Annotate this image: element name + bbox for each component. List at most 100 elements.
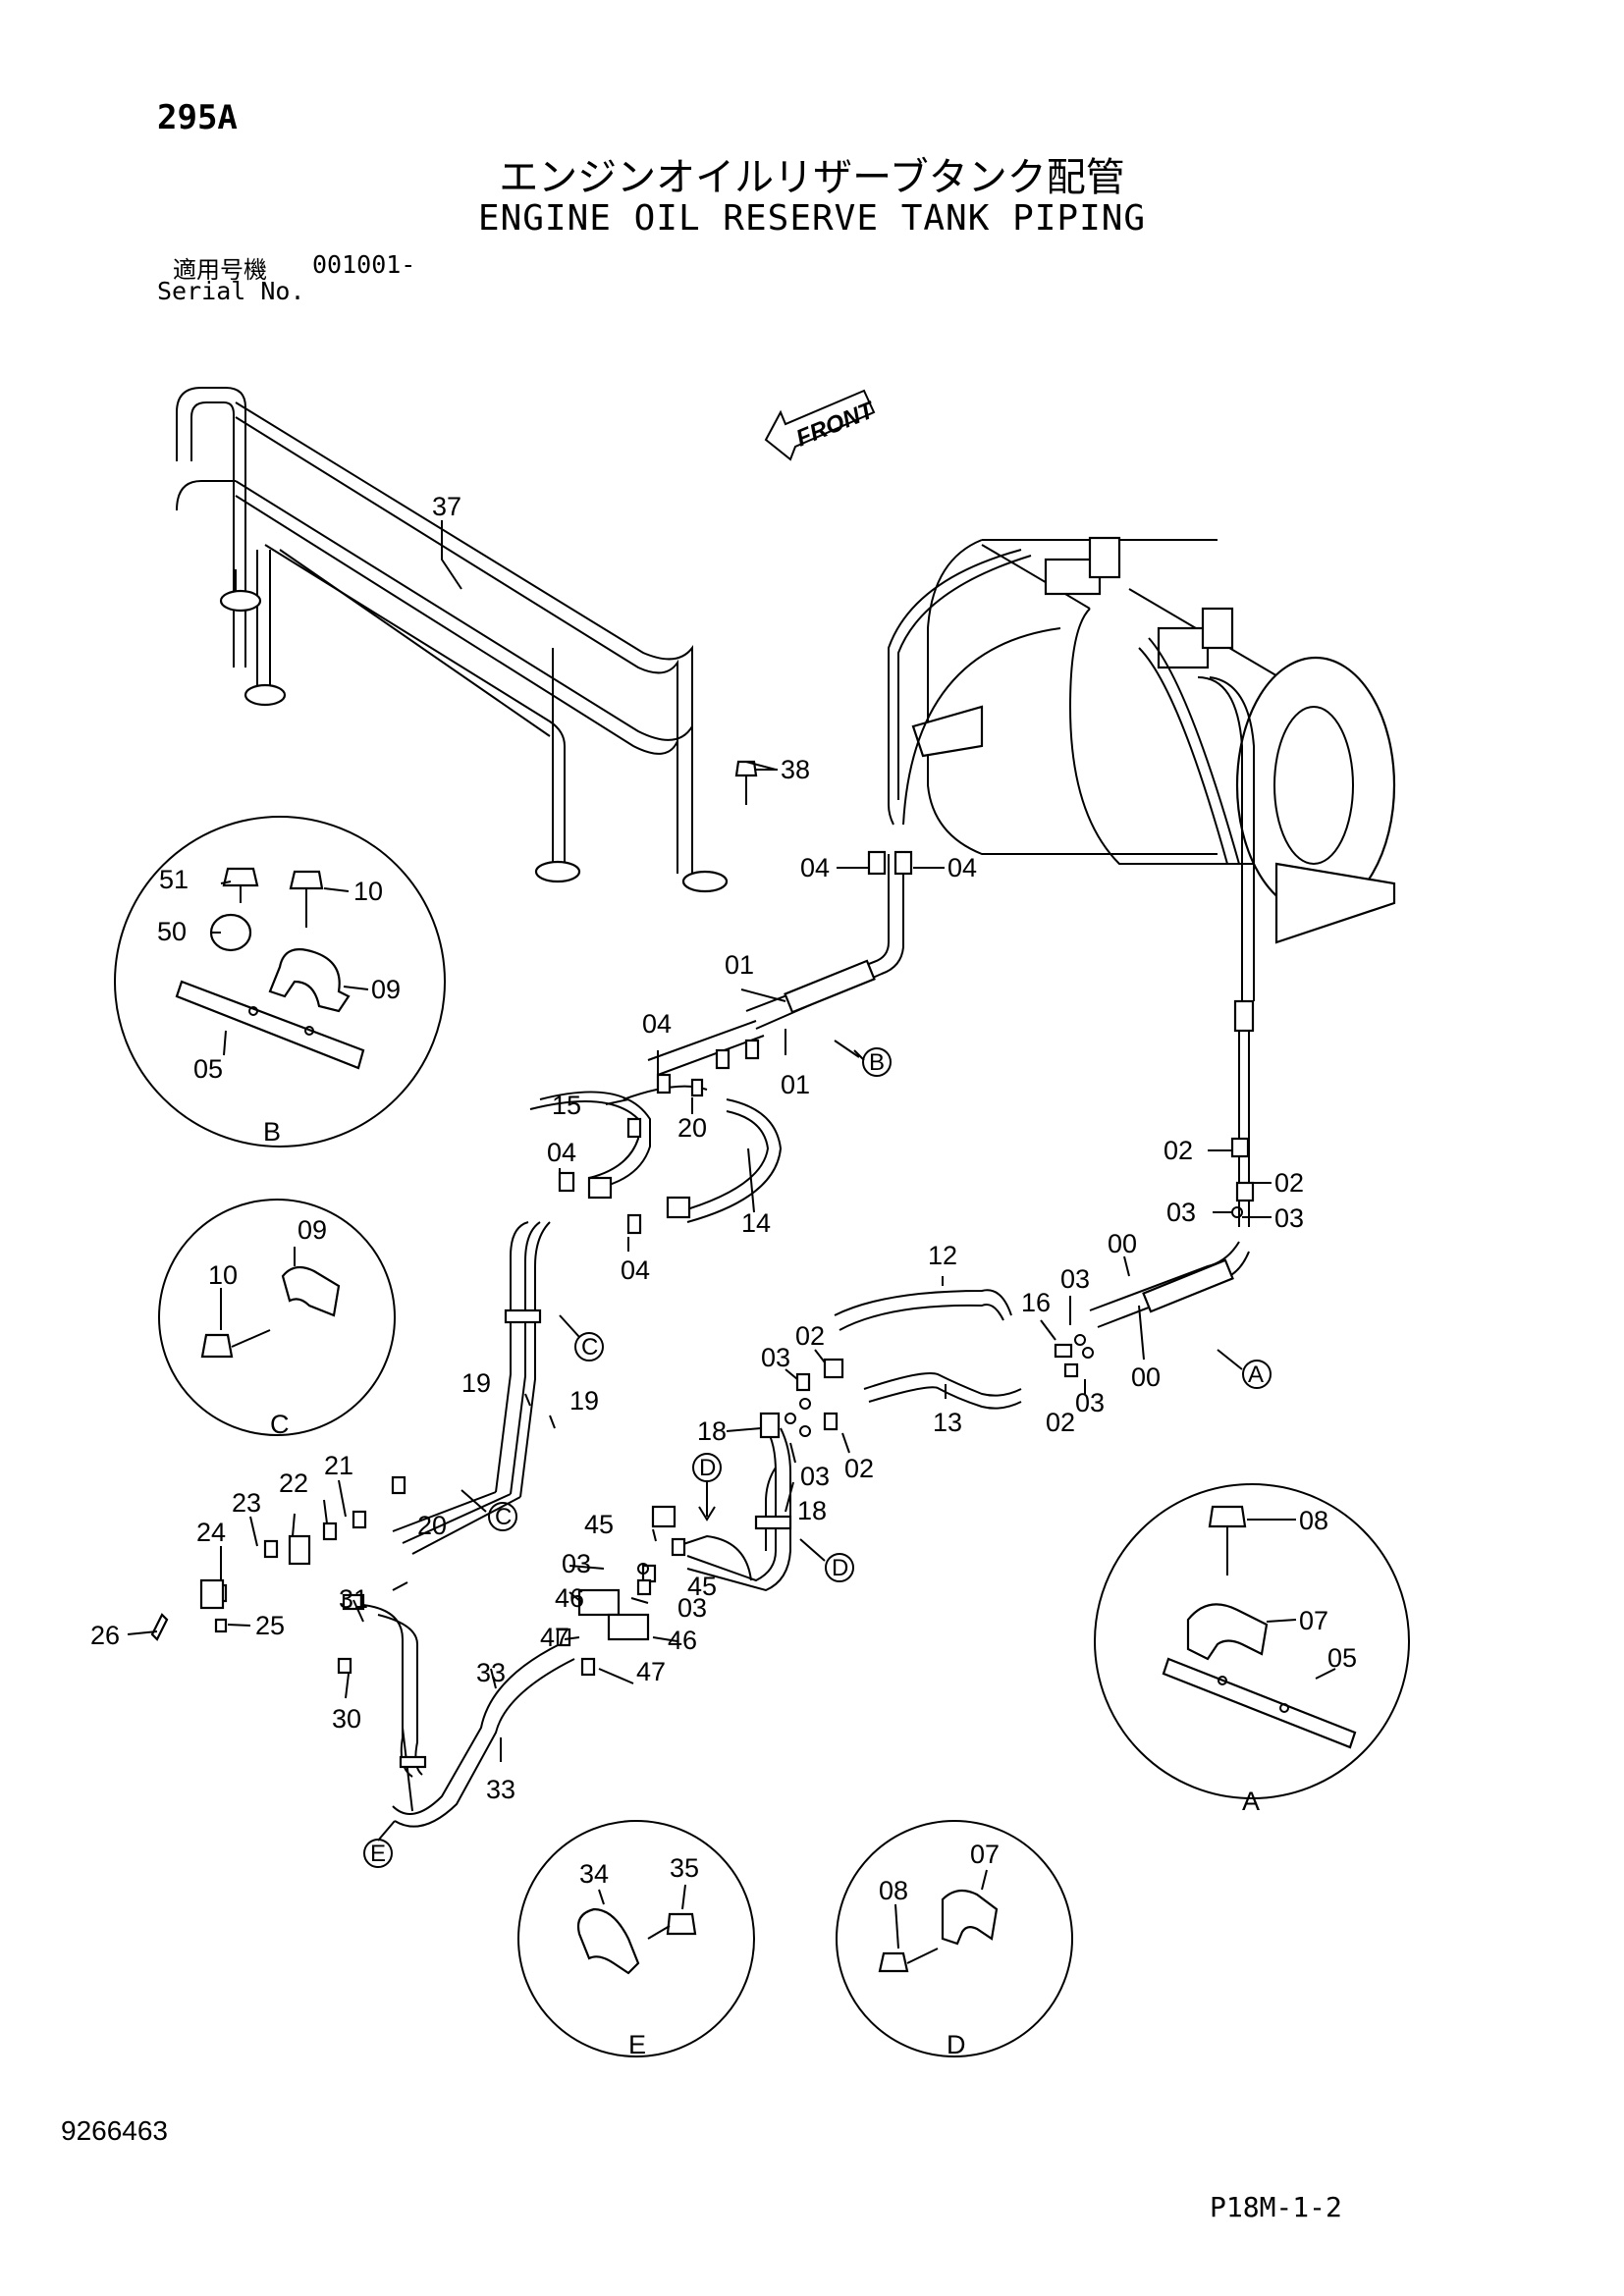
part-label: 31: [339, 1584, 368, 1614]
serial-label-japanese: 適用号機: [173, 256, 267, 284]
part-label: 45: [584, 1510, 614, 1539]
callout-d-upper: D: [699, 1455, 716, 1481]
part-label: 03: [1060, 1264, 1090, 1294]
detail-e-letter: E: [628, 2030, 646, 2059]
part-label: 46: [555, 1583, 584, 1613]
front-arrow: FRONT: [764, 389, 880, 461]
detail-b-label: 09: [371, 975, 401, 1004]
serial-value: 001001-: [312, 250, 416, 279]
part-label: 18: [797, 1496, 827, 1525]
part-label: 15: [552, 1091, 581, 1120]
part-label: 25: [255, 1611, 285, 1640]
detail-c-label: 09: [298, 1215, 327, 1245]
bolt-38: [734, 760, 778, 805]
leader-lines: [127, 520, 1272, 1762]
part-label: 03: [1166, 1198, 1196, 1227]
detail-a-label: 07: [1299, 1606, 1328, 1635]
fittings: [150, 850, 1255, 1677]
detail-d-label: 07: [970, 1840, 1000, 1869]
title-english: ENGINE OIL RESERVE TANK PIPING: [477, 198, 1147, 239]
detail-a-label: 05: [1327, 1643, 1357, 1673]
part-label: 37: [432, 492, 461, 521]
detail-b-label: 10: [353, 877, 383, 906]
part-label: 04: [547, 1138, 576, 1167]
part-label: 04: [800, 853, 830, 882]
detail-b-label: 50: [157, 917, 187, 946]
callout-b: B: [869, 1049, 885, 1076]
part-label: 12: [928, 1241, 957, 1270]
callout-e: E: [370, 1841, 386, 1867]
part-label: 03: [761, 1343, 790, 1372]
part-label: 03: [562, 1549, 591, 1578]
part-label: 02: [1046, 1408, 1075, 1437]
callout-c-lower: C: [495, 1504, 512, 1530]
part-label: 00: [1131, 1362, 1161, 1392]
part-label: 46: [668, 1626, 697, 1655]
part-label: 02: [795, 1321, 825, 1351]
part-label: 18: [697, 1416, 727, 1446]
part-label: 33: [486, 1775, 515, 1804]
detail-d-label: 08: [879, 1876, 908, 1905]
part-labels: 37 38 04 04 01 01 04 15 20 04 04 14 02 0…: [90, 492, 1304, 1804]
part-label: 20: [677, 1113, 707, 1143]
detail-b-label: 05: [193, 1054, 223, 1084]
front-arrow-label: FRONT: [792, 397, 880, 453]
piping-runs: [362, 854, 1250, 1828]
detail-view-a: 08 07 05 A: [1094, 1483, 1410, 1816]
part-label: 47: [636, 1657, 666, 1686]
part-label: 02: [1274, 1168, 1304, 1198]
part-label: 04: [621, 1255, 650, 1285]
detail-a-letter: A: [1242, 1787, 1260, 1816]
detail-view-c: 09 10 C: [158, 1199, 396, 1439]
part-label: 47: [540, 1623, 569, 1652]
part-label: 22: [279, 1468, 308, 1498]
detail-c-label: 10: [208, 1260, 238, 1290]
part-label: 02: [844, 1454, 874, 1483]
part-label: 00: [1108, 1229, 1137, 1258]
callout-d-lower: D: [832, 1555, 848, 1581]
page-number: 295A: [157, 98, 238, 137]
part-label: 01: [725, 950, 754, 980]
detail-view-e: 34 35 E: [517, 1820, 755, 2059]
title-japanese: エンジンオイルリザーブタンク配管: [499, 155, 1125, 200]
reserve-tank-assembly: [888, 536, 1396, 1001]
callout-c-upper: C: [581, 1334, 598, 1361]
part-label: 45: [687, 1572, 717, 1601]
part-label: 23: [232, 1488, 261, 1518]
part-label: 04: [947, 853, 977, 882]
part-label: 33: [476, 1658, 506, 1687]
detail-b-label: 51: [159, 865, 189, 894]
part-label: 20: [417, 1511, 447, 1540]
part-label: 03: [677, 1593, 707, 1623]
serial-label-english: Serial No.: [157, 277, 305, 305]
part-label: 02: [1164, 1136, 1193, 1165]
part-label: 01: [781, 1070, 810, 1099]
page-code: P18M-1-2: [1210, 2191, 1342, 2223]
part-label: 03: [800, 1462, 830, 1491]
part-label: 19: [461, 1368, 491, 1398]
detail-c-letter: C: [270, 1410, 290, 1439]
detail-view-d: 07 08 D: [836, 1820, 1073, 2059]
part-label: 13: [933, 1408, 962, 1437]
part-label: 30: [332, 1704, 361, 1734]
handrail: [176, 387, 729, 893]
part-label: 24: [196, 1518, 226, 1547]
callouts: B C C A D D E: [363, 1040, 1272, 1868]
part-label: 03: [1075, 1388, 1105, 1417]
document-number: 9266463: [61, 2115, 169, 2146]
part-label: 19: [569, 1386, 599, 1415]
part-label: 03: [1274, 1203, 1304, 1233]
detail-a-label: 08: [1299, 1506, 1328, 1535]
part-label: 04: [642, 1009, 672, 1039]
detail-e-label: 34: [579, 1859, 609, 1889]
callout-a: A: [1248, 1362, 1264, 1388]
part-label: 16: [1021, 1288, 1051, 1317]
part-label: 14: [741, 1208, 771, 1238]
detail-d-letter: D: [947, 2030, 966, 2059]
detail-e-label: 35: [670, 1853, 699, 1883]
detail-b-letter: B: [263, 1117, 281, 1147]
part-label: 26: [90, 1621, 120, 1650]
part-label: 21: [324, 1451, 353, 1480]
detail-view-b: 51 10 50 09 05 B: [114, 816, 446, 1148]
